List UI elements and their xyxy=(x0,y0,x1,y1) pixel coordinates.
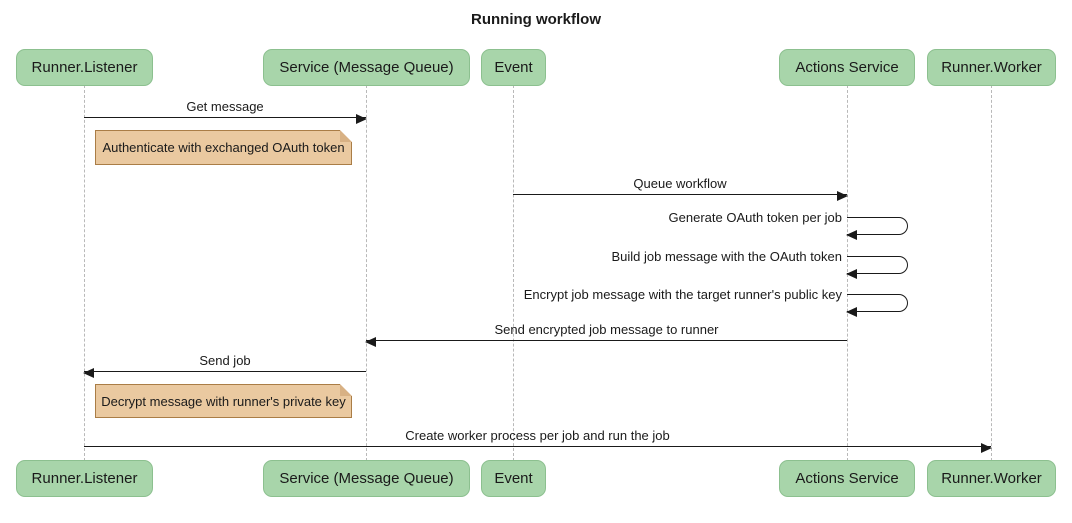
actor-bottom-event: Event xyxy=(481,460,546,497)
arrowhead-left-icon xyxy=(846,269,857,279)
note-fold-icon xyxy=(340,384,352,396)
actor-bottom-runner-worker: Runner.Worker xyxy=(927,460,1056,497)
note-authenticate: Authenticate with exchanged OAuth token xyxy=(95,130,352,165)
arrowhead-right-icon xyxy=(837,190,848,201)
actor-top-runner-listener: Runner.Listener xyxy=(16,49,153,86)
self-message-build-job-message: Build job message with the OAuth token xyxy=(611,249,908,279)
message-label: Generate OAuth token per job xyxy=(668,210,842,225)
arrowhead-right-icon xyxy=(356,113,367,124)
message-create-worker-process: Create worker process per job and run th… xyxy=(84,428,992,453)
message-label: Queue workflow xyxy=(633,176,727,191)
note-label: Decrypt message with runner's private ke… xyxy=(101,393,346,409)
arrowhead-right-icon xyxy=(981,442,992,453)
actor-label: Actions Service xyxy=(795,59,899,76)
actor-bottom-actions-service: Actions Service xyxy=(779,460,915,497)
actor-label: Event xyxy=(494,470,533,487)
actor-top-runner-worker: Runner.Worker xyxy=(927,49,1056,86)
message-label: Build job message with the OAuth token xyxy=(611,249,842,264)
arrowhead-left-icon xyxy=(846,230,857,240)
actor-top-event: Event xyxy=(481,49,546,86)
message-label: Send job xyxy=(199,353,251,368)
note-fold-icon xyxy=(340,130,352,142)
arrowhead-left-icon xyxy=(365,336,376,347)
arrowhead-left-icon xyxy=(83,367,94,378)
actor-top-service-message-queue: Service (Message Queue) xyxy=(263,49,470,86)
message-queue-workflow: Queue workflow xyxy=(513,176,848,201)
arrowhead-left-icon xyxy=(846,307,857,317)
actor-label: Service (Message Queue) xyxy=(279,470,454,487)
message-label: Create worker process per job and run th… xyxy=(405,428,670,443)
message-label: Encrypt job message with the target runn… xyxy=(523,287,842,302)
actor-label: Runner.Listener xyxy=(31,470,138,487)
actor-label: Service (Message Queue) xyxy=(279,59,454,76)
actor-bottom-runner-listener: Runner.Listener xyxy=(16,460,153,497)
actor-label: Runner.Worker xyxy=(941,470,1042,487)
note-label: Authenticate with exchanged OAuth token xyxy=(102,140,345,155)
note-decrypt: Decrypt message with runner's private ke… xyxy=(95,384,352,418)
actor-label: Event xyxy=(494,59,533,76)
self-message-encrypt-job-message: Encrypt job message with the target runn… xyxy=(524,287,908,317)
lifeline-event xyxy=(513,85,514,461)
actor-label: Runner.Worker xyxy=(941,59,1042,76)
actor-label: Actions Service xyxy=(795,470,899,487)
message-send-job: Send job xyxy=(83,353,366,378)
message-label: Send encrypted job message to runner xyxy=(494,322,719,337)
diagram-title: Running workflow xyxy=(471,11,601,28)
lifeline-service-message-queue xyxy=(366,85,367,461)
self-message-generate-oauth-token: Generate OAuth token per job xyxy=(669,210,908,240)
actor-label: Runner.Listener xyxy=(31,59,138,76)
lifeline-runner-worker xyxy=(991,85,992,461)
actor-top-actions-service: Actions Service xyxy=(779,49,915,86)
message-label: Get message xyxy=(186,99,264,114)
message-get-message: Get message xyxy=(84,99,367,124)
actor-bottom-service-message-queue: Service (Message Queue) xyxy=(263,460,470,497)
lifeline-runner-listener xyxy=(84,85,85,461)
message-send-encrypted-job: Send encrypted job message to runner xyxy=(365,322,847,347)
